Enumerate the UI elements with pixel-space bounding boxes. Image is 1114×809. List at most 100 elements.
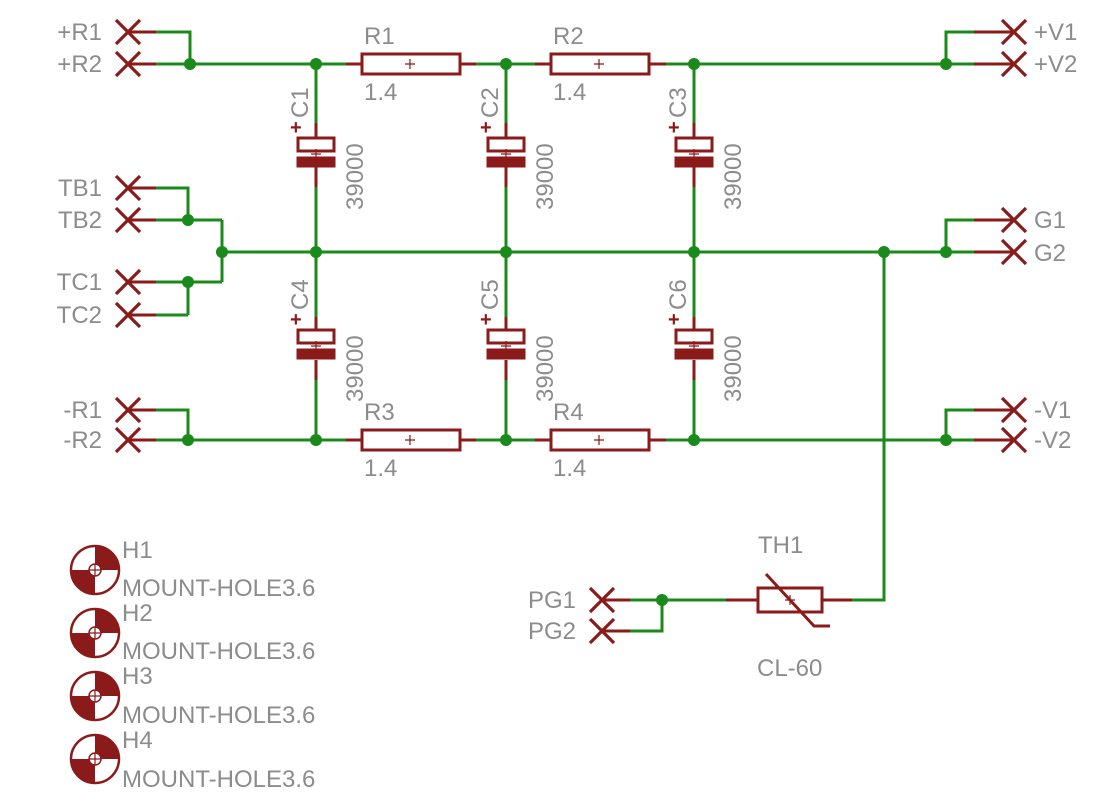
origin-cross-icon (689, 341, 699, 351)
mount-hole-value: MOUNT-HOLE3.6 (122, 575, 315, 602)
capacitor-c6[interactable]: + C6 39000 (665, 279, 747, 402)
thermistor-name: TH1 (758, 532, 803, 559)
resistor-value: 1.4 (553, 455, 586, 482)
junction-dot (688, 58, 700, 70)
capacitor-c2[interactable]: + C2 39000 (477, 87, 559, 210)
capacitor-value: 39000 (720, 335, 747, 402)
junction-dot (940, 434, 952, 446)
mount-hole-name: H1 (122, 537, 153, 564)
capacitor-c5[interactable]: + C5 39000 (477, 279, 559, 402)
mount-hole-h2[interactable]: H2 MOUNT-HOLE3.6 (69, 600, 315, 665)
capacitor-value: 39000 (342, 143, 369, 210)
connector-pin[interactable]: -V2 (974, 426, 1071, 454)
mount-hole-name: H2 (122, 600, 153, 627)
connector-label: G1 (1034, 207, 1066, 234)
origin-cross-icon (689, 149, 699, 159)
capacitor-value: 39000 (342, 335, 369, 402)
origin-cross-icon (89, 564, 101, 576)
wire-bottom-rail-right (666, 408, 974, 442)
connector-pin[interactable]: PG1 (528, 586, 630, 614)
origin-cross-icon (594, 435, 604, 445)
thermistor-body (756, 586, 824, 614)
connector-label: +V1 (1034, 19, 1077, 46)
resistor-body (360, 52, 462, 76)
connector-label: PG1 (528, 587, 576, 614)
connector-pin[interactable]: PG2 (528, 617, 630, 645)
junction-dot (182, 276, 194, 288)
capacitors: + C1 39000 + C2 39000 + C3 39000 (287, 87, 747, 402)
junction-dot (184, 58, 196, 70)
resistor-r4[interactable]: R4 1.4 (535, 399, 666, 482)
resistor-r2[interactable]: R2 1.4 (535, 23, 666, 106)
connector-label: +R2 (57, 51, 102, 78)
capacitor-value: 39000 (720, 143, 747, 210)
mount-hole-quadrant (71, 759, 95, 783)
junction-dot (940, 58, 952, 70)
connector-label: +V2 (1034, 51, 1077, 78)
connector-pin[interactable]: -V1 (974, 396, 1071, 424)
mount-hole-value: MOUNT-HOLE3.6 (122, 638, 315, 665)
mount-hole-value: MOUNT-HOLE3.6 (122, 702, 315, 729)
origin-cross-icon (405, 435, 415, 445)
origin-cross-icon (311, 149, 321, 159)
connector-pin[interactable]: -R2 (63, 426, 156, 454)
connector-pin[interactable]: +V1 (974, 18, 1077, 46)
connector-pin[interactable]: -R1 (63, 396, 156, 424)
capacitor-name: C2 (477, 87, 504, 118)
thermistor-th1[interactable]: TH1 CL-60 (726, 532, 852, 682)
resistor-name: R3 (364, 399, 395, 426)
connector-pin[interactable]: +R2 (57, 50, 156, 78)
mount-hole-quadrant (95, 546, 119, 570)
junction-dot (500, 434, 512, 446)
connector-pin[interactable]: +V2 (974, 50, 1077, 78)
mount-hole-h1[interactable]: H1 MOUNT-HOLE3.6 (69, 537, 315, 602)
resistor-body (549, 428, 651, 452)
thermistor-value: CL-60 (757, 655, 822, 682)
mount-hole-quadrant (95, 609, 119, 633)
resistor-name: R4 (553, 399, 584, 426)
polarity-plus-icon: + (668, 117, 680, 139)
mount-hole-h3[interactable]: H3 MOUNT-HOLE3.6 (69, 663, 315, 729)
resistor-r1[interactable]: R1 1.4 (346, 23, 476, 106)
capacitor-name: C5 (477, 279, 504, 310)
junction-dot (940, 246, 952, 258)
junction-dot (878, 246, 890, 258)
capacitor-c1[interactable]: + C1 39000 (287, 87, 369, 210)
origin-cross-icon (89, 627, 101, 639)
connector-pin[interactable]: +R1 (57, 18, 156, 46)
junction-dot (500, 246, 512, 258)
junction-dot (656, 594, 668, 606)
capacitor-name: C4 (287, 279, 314, 310)
mount-hole-h4[interactable]: H4 MOUNT-HOLE3.6 (69, 727, 315, 793)
connector-label: TB1 (58, 175, 102, 202)
resistor-value: 1.4 (364, 79, 397, 106)
origin-cross-icon (594, 59, 604, 69)
capacitor-name: C3 (665, 87, 692, 118)
capacitor-c3[interactable]: + C3 39000 (665, 87, 747, 210)
wires (156, 30, 974, 633)
junction-dot (688, 434, 700, 446)
resistor-body (360, 428, 462, 452)
connector-pin[interactable]: TB2 (58, 206, 156, 234)
thermistor-slash-icon (764, 572, 830, 628)
connector-pin[interactable]: G2 (974, 238, 1066, 267)
connector-pin[interactable]: TC2 (57, 301, 156, 329)
junction-dot (216, 246, 228, 258)
resistor-name: R1 (364, 23, 395, 50)
junction-dot (182, 214, 194, 226)
connector-label: -V1 (1034, 397, 1071, 424)
origin-cross-icon (405, 59, 415, 69)
mount-hole-value: MOUNT-HOLE3.6 (122, 766, 315, 793)
connector-pin[interactable]: TB1 (58, 174, 156, 202)
mount-hole-quadrant (95, 672, 119, 696)
capacitor-value: 39000 (532, 143, 559, 210)
connector-pin[interactable]: TC1 (57, 268, 156, 296)
connector-pin[interactable]: G1 (974, 206, 1066, 234)
polarity-plus-icon: + (480, 117, 492, 139)
resistors: R1 1.4 R2 1.4 R3 1.4 R4 1.4 (346, 23, 666, 482)
resistor-r3[interactable]: R3 1.4 (346, 399, 476, 482)
capacitor-name: C6 (665, 279, 692, 310)
wire-thermistor-ground (852, 252, 886, 602)
capacitor-c4[interactable]: + C4 39000 (287, 279, 369, 402)
